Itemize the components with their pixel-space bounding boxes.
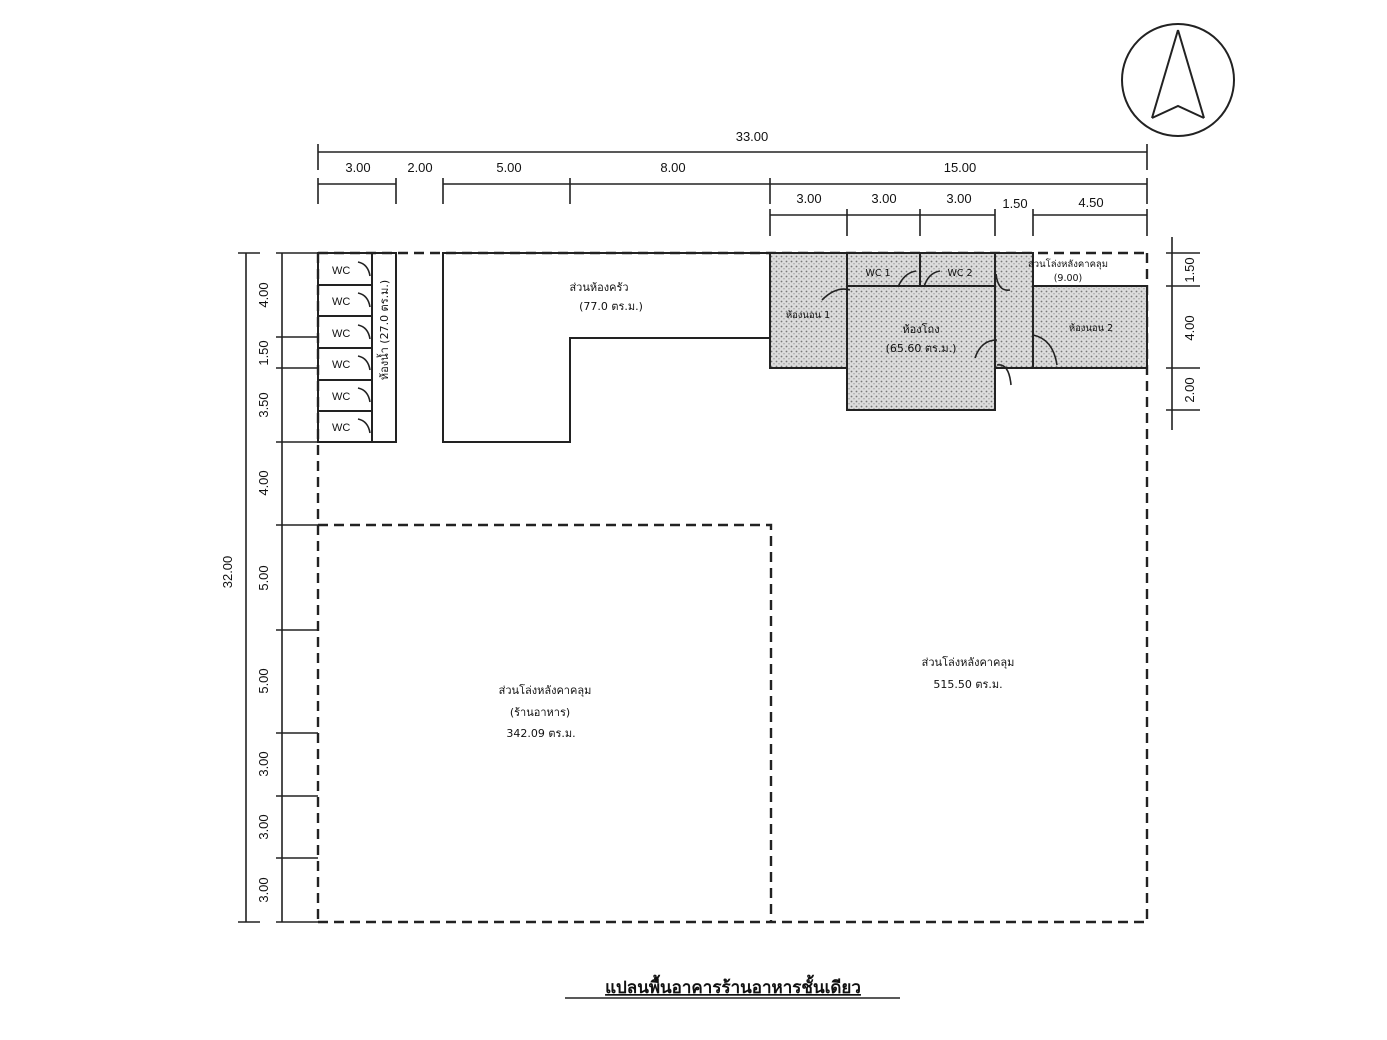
wc-stall-doors-icon: [357, 261, 371, 434]
dining-area-name: ส่วนโล่งหลังคาคลุม: [499, 683, 592, 697]
dim-sub-2: 3.00: [871, 191, 896, 206]
left-dimensions: 32.00 4.00 1.50 3.50 4.00 5.00 5.00 3.00…: [220, 252, 318, 923]
residence-block: ห้องนอน 1 WC 1 WC 2 ห้องโถง (65.60 ตร.ม.…: [769, 252, 1148, 411]
dim-left-total: 32.00: [220, 556, 235, 589]
dining-area-labels: ส่วนโล่งหลังคาคลุม (ร้านอาหาร) 342.09 ตร…: [499, 683, 592, 740]
dim-sub-5: 4.50: [1078, 195, 1103, 210]
bedroom-1: [769, 252, 848, 369]
bedroom-2: [1032, 285, 1148, 369]
wc-1: [846, 252, 921, 287]
dim-left-5: 5.00: [256, 565, 271, 590]
kitchen-area-label: (77.0 ตร.ม.): [579, 300, 643, 313]
open-area-labels: ส่วนโล่งหลังคาคลุม 515.50 ตร.ม.: [922, 655, 1015, 691]
dim-sub-4: 1.50: [1002, 196, 1027, 211]
dim-sub-3: 3.00: [946, 191, 971, 206]
dim-top-4: 8.00: [660, 160, 685, 175]
hall-name: ห้องโถง: [902, 322, 939, 336]
dining-area-size: 342.09 ตร.ม.: [506, 727, 575, 740]
dim-top-1: 3.00: [345, 160, 370, 175]
wc-label-3: WC: [332, 328, 350, 340]
dim-left-2: 1.50: [256, 340, 271, 365]
dim-top-2: 2.00: [407, 160, 432, 175]
top-dimensions: 33.00 3.00 2.00 5.00 8.00 15.00 3.00 3.0…: [317, 129, 1148, 236]
kitchen-name: ส่วนห้องครัว: [569, 281, 628, 294]
dim-left-1: 4.00: [256, 282, 271, 307]
toilet-block: WC WC WC WC WC WC ห้องน้ำ (27.0 ตร.ม.): [317, 252, 397, 443]
kitchen-area: ส่วนห้องครัว (77.0 ตร.ม.): [442, 252, 771, 443]
dim-top-5: 15.00: [944, 160, 977, 175]
wc-1-label: WC 1: [865, 268, 890, 279]
open-area-name: ส่วนโล่งหลังคาคลุม: [922, 655, 1015, 669]
hall-area-label: (65.60 ตร.ม.): [886, 342, 957, 355]
dim-left-9: 3.00: [256, 877, 271, 902]
wc-label-1: WC: [332, 265, 350, 277]
bedroom-1-label: ห้องนอน 1: [786, 310, 830, 321]
plan-title: แปลนพื้นอาคารร้านอาหารชั้นเดียว: [605, 974, 861, 998]
door-swings-icon: [821, 270, 1058, 386]
porch-area-label: (9.00): [1054, 273, 1083, 284]
dim-left-3: 3.50: [256, 392, 271, 417]
wc-2-label: WC 2: [947, 268, 972, 279]
north-arrow-icon: [1121, 23, 1235, 137]
dim-left-6: 5.00: [256, 668, 271, 693]
dim-right-2: 4.00: [1182, 315, 1197, 340]
dim-right-3: 2.00: [1182, 377, 1197, 402]
wc-label-5: WC: [332, 391, 350, 403]
dim-left-4: 4.00: [256, 470, 271, 495]
wc-2: [919, 252, 996, 287]
toilet-block-label: ห้องน้ำ (27.0 ตร.ม.): [376, 280, 391, 380]
porch-name: ส่วนโล่งหลังคาคลุม: [1028, 258, 1108, 270]
porch: [994, 252, 1034, 369]
wc-label-2: WC: [332, 296, 350, 308]
dim-right-1: 1.50: [1182, 257, 1197, 282]
bedroom-2-label: ห้องนอน 2: [1069, 323, 1113, 334]
wc-label-6: WC: [332, 422, 350, 434]
dim-left-8: 3.00: [256, 814, 271, 839]
dim-left-7: 3.00: [256, 751, 271, 776]
dim-top-3: 5.00: [496, 160, 521, 175]
wc-label-4: WC: [332, 359, 350, 371]
dining-area-sub: (ร้านอาหาร): [510, 706, 570, 719]
dim-sub-1: 3.00: [796, 191, 821, 206]
right-dimensions: 1.50 4.00 2.00: [1166, 237, 1200, 430]
dim-top-total: 33.00: [736, 129, 769, 144]
open-area-size: 515.50 ตร.ม.: [933, 678, 1002, 691]
